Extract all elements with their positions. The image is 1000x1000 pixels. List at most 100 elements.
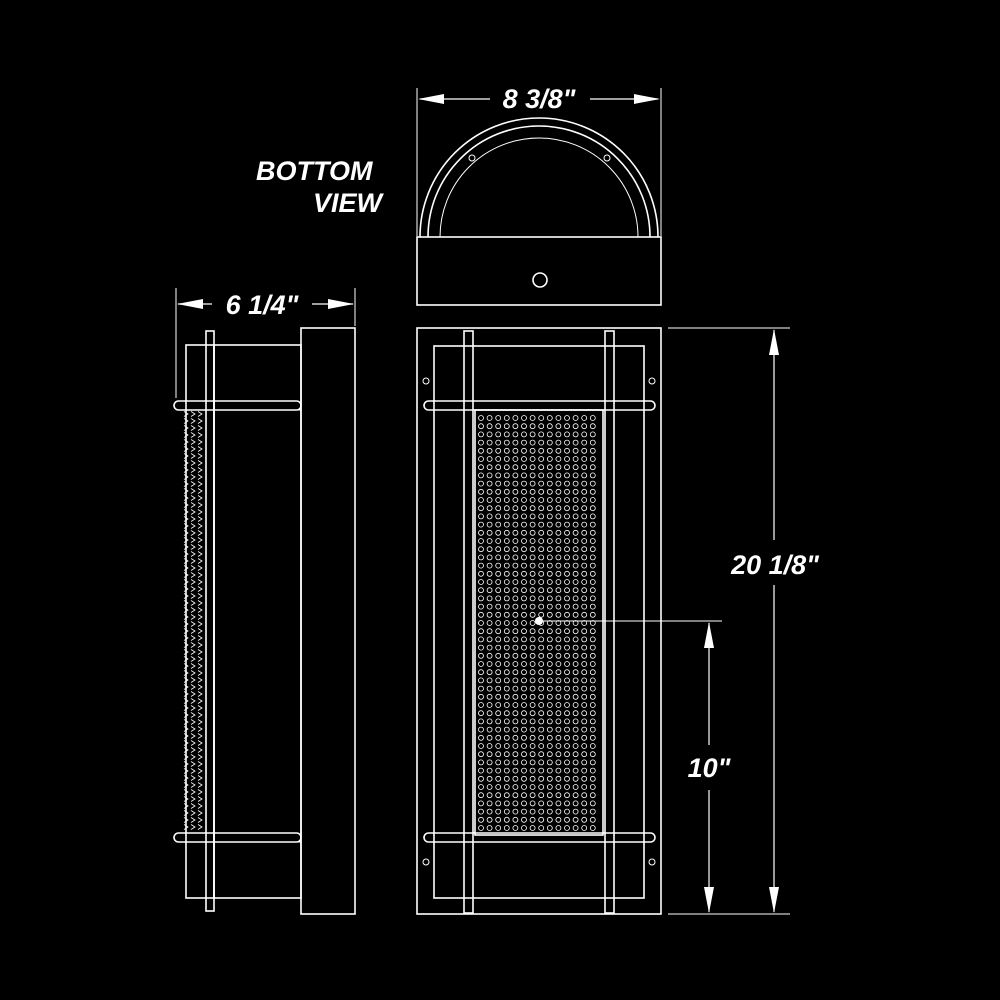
glass-ridge bbox=[183, 607, 189, 613]
glass-dot bbox=[564, 611, 570, 618]
bottom-view: BOTTOM VIEW 8 3/8" bbox=[256, 84, 662, 306]
glass-dot bbox=[546, 611, 553, 618]
glass-ridge bbox=[197, 537, 203, 543]
glass-dot bbox=[546, 710, 553, 717]
glass-ridge bbox=[190, 537, 196, 543]
glass-ridge bbox=[190, 558, 196, 564]
glass-dot bbox=[572, 415, 579, 421]
glass-dot bbox=[503, 439, 510, 446]
glass-dot bbox=[546, 816, 553, 823]
glass-ridge bbox=[197, 684, 203, 690]
glass-dot bbox=[564, 439, 570, 446]
glass-ridge bbox=[190, 572, 196, 578]
glass-dot bbox=[495, 825, 502, 831]
glass-ridge bbox=[183, 446, 189, 452]
glass-dot bbox=[512, 767, 519, 774]
glass-dot bbox=[478, 702, 484, 708]
front-body bbox=[433, 345, 645, 899]
glass-dot bbox=[546, 529, 553, 536]
glass-ridge bbox=[197, 565, 203, 571]
glass-dot bbox=[538, 775, 545, 782]
glass-dot bbox=[555, 816, 562, 823]
glass-dot bbox=[589, 685, 596, 692]
glass-ridge bbox=[190, 754, 196, 760]
glass-ridge bbox=[183, 691, 189, 697]
glass-dot bbox=[478, 677, 484, 684]
glass-dot bbox=[589, 579, 596, 585]
glass-dot bbox=[529, 488, 536, 495]
glass-ridge bbox=[183, 747, 189, 753]
glass-dot bbox=[572, 767, 579, 774]
glass-dot bbox=[529, 415, 536, 421]
glass-dot bbox=[529, 685, 536, 692]
glass-ridge bbox=[197, 740, 203, 746]
glass-ridge bbox=[197, 670, 203, 676]
glass-dot bbox=[521, 480, 527, 487]
glass-dot bbox=[529, 710, 536, 717]
glass-dot bbox=[564, 521, 570, 528]
glass-ridge bbox=[197, 600, 203, 606]
glass-dot bbox=[503, 513, 510, 520]
glass-dot bbox=[478, 726, 484, 733]
glass-dot bbox=[589, 816, 596, 823]
glass-dot bbox=[503, 546, 510, 553]
glass-dot bbox=[572, 521, 579, 528]
glass-dot bbox=[538, 546, 545, 553]
glass-dot bbox=[572, 505, 579, 512]
glass-ridge bbox=[183, 530, 189, 536]
glass-dot bbox=[521, 439, 527, 446]
glass-dot bbox=[529, 784, 536, 790]
glass-dot bbox=[564, 587, 570, 594]
glass-dot bbox=[581, 587, 588, 594]
glass-dot bbox=[581, 521, 588, 528]
glass-ridge bbox=[183, 509, 189, 515]
glass-dot bbox=[503, 431, 510, 438]
glass-dot bbox=[564, 710, 570, 717]
glass-dot bbox=[555, 751, 562, 758]
glass-dot bbox=[589, 734, 596, 741]
glass-dot bbox=[503, 702, 510, 708]
arrow-down-icon bbox=[769, 887, 779, 913]
glass-dot bbox=[555, 775, 562, 782]
arrow-right-icon bbox=[328, 299, 354, 309]
glass-ridge bbox=[197, 614, 203, 620]
glass-dot bbox=[478, 595, 484, 602]
glass-ridge bbox=[183, 516, 189, 522]
glass-ridge bbox=[190, 775, 196, 781]
glass-dot bbox=[503, 710, 510, 717]
glass-ridge bbox=[183, 474, 189, 480]
glass-dot bbox=[555, 538, 562, 544]
glass-dot bbox=[589, 480, 596, 487]
glass-dot bbox=[529, 669, 536, 676]
glass-dot bbox=[572, 570, 579, 577]
glass-ridge bbox=[183, 635, 189, 641]
glass-ridge bbox=[190, 516, 196, 522]
glass-ridge bbox=[197, 712, 203, 718]
glass-ridge bbox=[197, 656, 203, 662]
front-glass-texture bbox=[478, 415, 596, 831]
glass-dot bbox=[546, 734, 553, 741]
glass-dot bbox=[503, 628, 510, 635]
glass-dot bbox=[486, 628, 493, 635]
glass-dot bbox=[546, 521, 553, 528]
glass-dot bbox=[581, 759, 588, 766]
glass-dot bbox=[589, 529, 596, 536]
side-top-bar bbox=[173, 400, 302, 411]
glass-dot bbox=[546, 497, 553, 503]
glass-dot bbox=[589, 669, 596, 676]
glass-dot bbox=[529, 579, 536, 585]
glass-dot bbox=[478, 808, 484, 815]
glass-dot bbox=[564, 562, 570, 569]
glass-ridge bbox=[183, 712, 189, 718]
glass-dot bbox=[521, 808, 527, 815]
glass-dot bbox=[555, 480, 562, 487]
glass-dot bbox=[529, 529, 536, 536]
glass-ridge bbox=[197, 481, 203, 487]
glass-dot bbox=[555, 488, 562, 495]
glass-dot bbox=[503, 447, 510, 454]
glass-dot bbox=[478, 423, 484, 430]
glass-dot bbox=[512, 628, 519, 635]
glass-dot bbox=[589, 718, 596, 725]
screw-icon bbox=[422, 377, 430, 385]
glass-ridge bbox=[183, 502, 189, 508]
